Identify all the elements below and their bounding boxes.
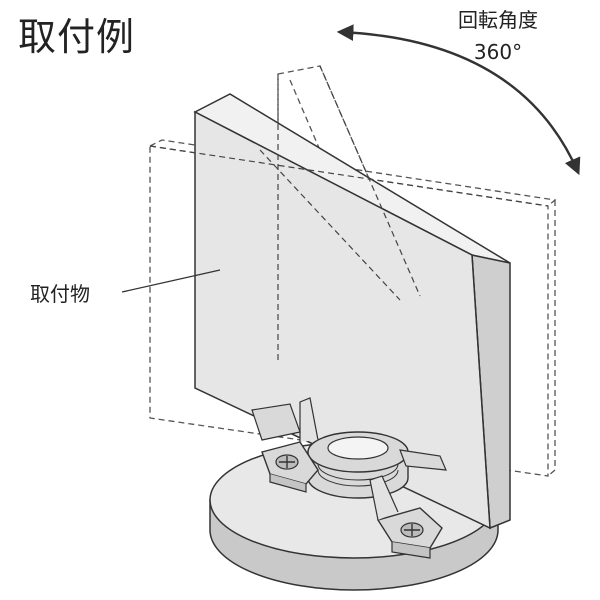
rotation-arrow: [336, 24, 581, 176]
mounted-object-label: 取付物: [30, 282, 90, 306]
right-screw-icon: [400, 522, 424, 538]
rotated-panel-ghost-front: [149, 65, 549, 360]
swivel-hub: [307, 431, 409, 499]
mounted-panel: [193, 93, 511, 530]
page-title: 取付例: [18, 15, 136, 59]
rotated-panel-ghost-back: [149, 139, 557, 477]
left-screw-icon: [275, 454, 299, 470]
object-leader-line: [121, 269, 221, 293]
rear-bracket-tab: [251, 403, 447, 471]
